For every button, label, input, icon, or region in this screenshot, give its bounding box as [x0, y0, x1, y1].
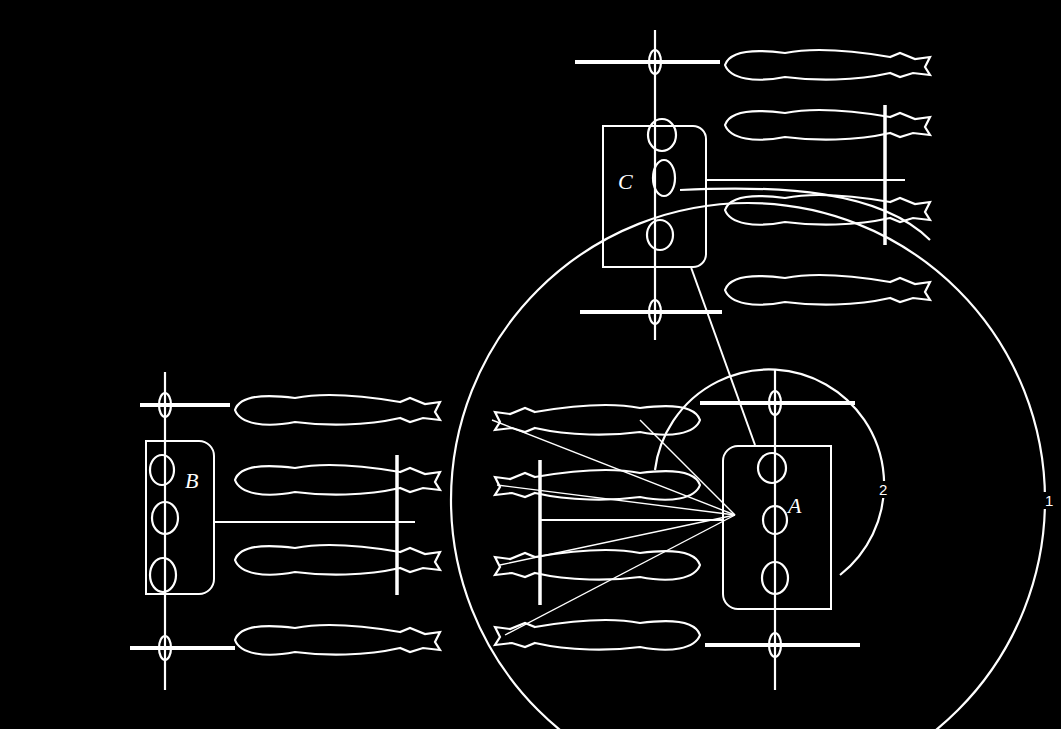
circle-number: 2 [877, 481, 889, 498]
chariot-letter: B [185, 470, 198, 492]
chariot-box: B [145, 440, 215, 595]
chariot-box: C [602, 125, 707, 268]
chariot-letter: A [788, 495, 801, 517]
chariot-letter: C [618, 171, 633, 193]
circle-number: 1 [1043, 492, 1055, 509]
sight-line [691, 268, 755, 445]
chariot-box: A [722, 445, 832, 610]
